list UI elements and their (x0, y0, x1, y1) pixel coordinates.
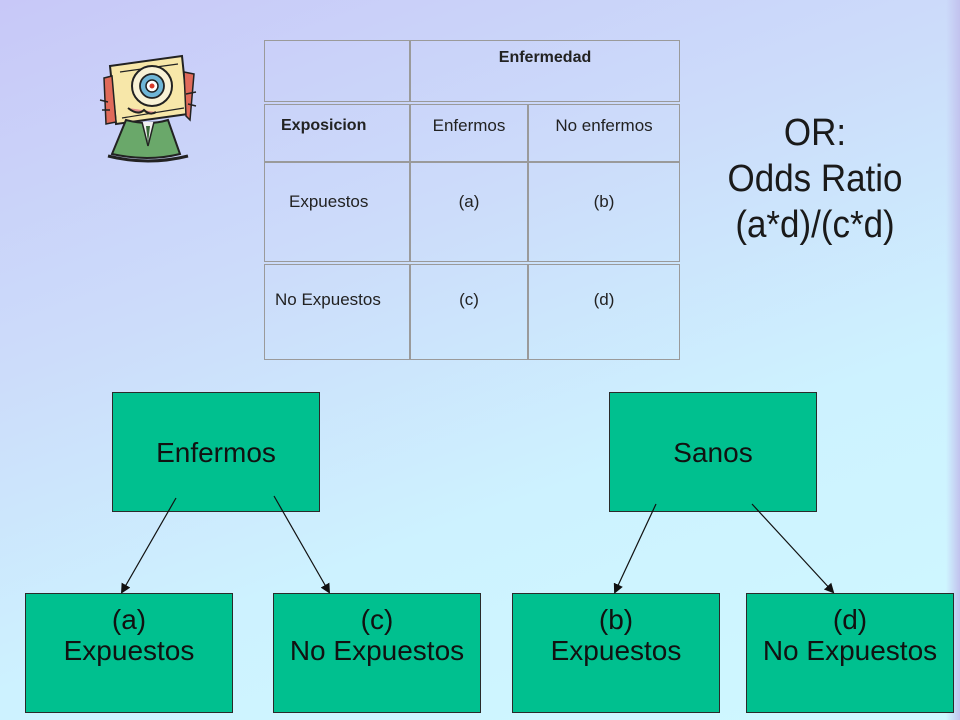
sanos-box-label: Sanos (673, 436, 753, 468)
leaf-box-c-no-expuestos: (c) No Expuestos (273, 593, 481, 713)
table-row-label-expuestos: Expuestos (264, 162, 410, 262)
enfermos-box-label: Enfermos (156, 436, 276, 468)
leaf-a-letter: (a) (111, 604, 147, 635)
formula-expression: (a*d)/(c*d) (735, 204, 895, 246)
leaf-b-label: Expuestos (550, 635, 682, 666)
leaf-box-d-no-expuestos: (d) No Expuestos (746, 593, 954, 713)
leaf-c-label: No Expuestos (289, 635, 465, 666)
target-head-clipart-icon (99, 54, 197, 163)
leaf-box-b-expuestos: (b) Expuestos (512, 593, 720, 713)
leaf-b-letter: (b) (598, 604, 634, 635)
arrow-sanos-to-b (613, 503, 657, 594)
leaf-d-label: No Expuestos (762, 635, 938, 666)
formula-or-label: OR: (783, 112, 847, 154)
table-col-enfermos: Enfermos (410, 104, 528, 162)
table-row-header-exposicion: Exposicion (264, 104, 410, 162)
arrow-sanos-to-d (751, 503, 835, 594)
leaf-a-label: Expuestos (63, 635, 195, 666)
table-cell-d: (d) (528, 264, 680, 360)
table-cell-a: (a) (410, 162, 528, 262)
formula-odds-ratio-label: Odds Ratio (727, 158, 903, 200)
table-cell-c: (c) (410, 264, 528, 360)
leaf-c-letter: (c) (360, 604, 394, 635)
sanos-box: Sanos (609, 392, 817, 512)
enfermos-box: Enfermos (112, 392, 320, 512)
slide-right-edge (946, 0, 960, 720)
leaf-box-a-expuestos: (a) Expuestos (25, 593, 233, 713)
table-row-label-no-expuestos: No Expuestos (264, 264, 410, 360)
odds-ratio-formula: OR: Odds Ratio (a*d)/(c*d) (709, 110, 921, 248)
table-corner-cell (264, 40, 410, 102)
table-cell-b: (b) (528, 162, 680, 262)
table-col-no-enfermos: No enfermos (528, 104, 680, 162)
arrow-enfermos-to-a (121, 497, 177, 594)
table-header-enfermedad: Enfermedad (410, 40, 680, 102)
arrow-enfermos-to-c (273, 495, 330, 594)
leaf-d-letter: (d) (832, 604, 868, 635)
